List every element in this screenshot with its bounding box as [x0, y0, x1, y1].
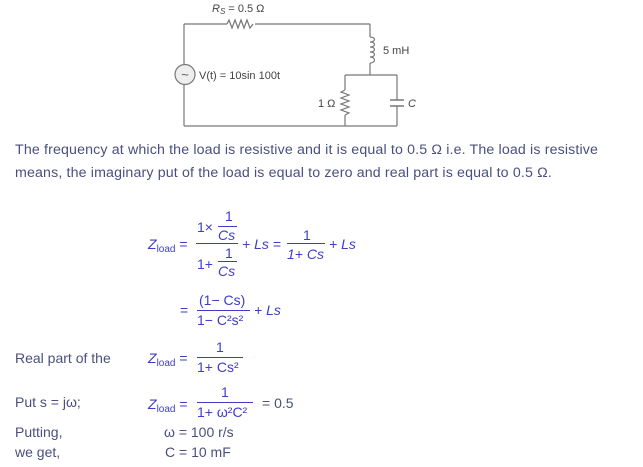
eq1-den-cs: Cs [218, 263, 236, 279]
eq2-num: (1− Cs) [199, 292, 246, 308]
eq6-label: we get, [15, 444, 61, 460]
eq1-lhs: Zload = [148, 236, 188, 255]
eq6-value: C = 10 mF [165, 444, 231, 460]
explanation-paragraph: The frequency at which the load is resis… [15, 142, 599, 181]
eq4-den: 1+ ω²C² [197, 404, 248, 420]
eq3-lhs: Zload = [148, 350, 188, 369]
eq2-equals: = [180, 302, 189, 318]
eq4-lhs: Zload = [148, 396, 188, 415]
eq4-label: Put s = jω; [15, 394, 81, 410]
ac-source-icon [174, 63, 196, 86]
eq1-num-prefix: 1× [197, 219, 213, 235]
eq3-num: 1 [216, 339, 224, 355]
circuit-diagram: ~ RS = 0.5 Ω 5 mH V(t) = 10sin 100t 1 Ω … [174, 3, 416, 127]
rs-sub: S [220, 7, 226, 16]
inductor [369, 36, 376, 64]
svg-text:RS = 0.5 Ω: RS = 0.5 Ω [212, 3, 264, 16]
eq1-rhs-den: 1+ Cs [287, 246, 324, 262]
eq2-plus: + Ls [254, 302, 281, 318]
eq1-plus-ls: + Ls = [242, 236, 281, 252]
eq1-num-cs: Cs [218, 227, 236, 243]
load-resistor [339, 89, 351, 116]
eq4-num: 1 [221, 384, 229, 400]
eq5-value: ω = 100 r/s [164, 424, 234, 440]
capacitor [390, 99, 404, 107]
eq3-label: Real part of the [15, 350, 111, 366]
eq1-den-prefix: 1+ [197, 256, 213, 272]
source-symbol: ~ [181, 67, 189, 82]
inductor-label: 5 mH [383, 45, 409, 57]
source-label: V(t) = 10sin 100t [199, 70, 280, 82]
wire-parallel [184, 74, 398, 127]
eq5-label: Putting, [15, 424, 63, 440]
eq2-den: 1− C²s² [197, 312, 244, 328]
eq1-rhs-num: 1 [303, 227, 311, 243]
eq1-den-one: 1 [225, 245, 233, 261]
rs-label: R [212, 3, 220, 15]
eq4-result: = 0.5 [262, 395, 294, 411]
eq1-rhs-plus: + Ls [329, 236, 356, 252]
capacitor-label: C [408, 98, 416, 110]
eq3-den: 1+ Cs² [197, 359, 239, 375]
eq1-num-one: 1 [225, 208, 233, 224]
rs-resistor [226, 18, 254, 30]
rs-value: = 0.5 Ω [225, 3, 264, 15]
load-resistor-label: 1 Ω [318, 98, 335, 110]
